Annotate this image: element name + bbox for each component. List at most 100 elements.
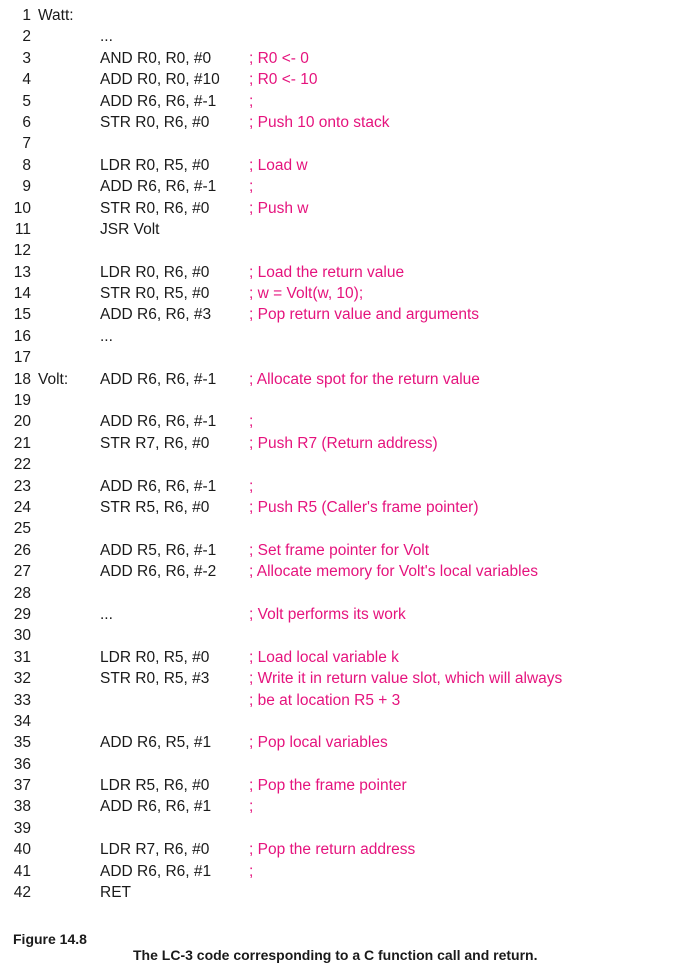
code-comment: ; w = Volt(w, 10); [249,285,364,303]
code-line: 21 STR R7, R6, #0 ; Push R7 (Return addres… [0,433,693,454]
instruction: STR R7, R6, #0 [100,434,210,452]
instruction: ADD R6, R6, #-2 [100,563,217,581]
line-number: 4 [22,71,31,89]
instruction: LDR R0, R6, #0 [100,263,210,281]
code-comment: ; Push 10 onto stack [249,113,390,131]
code-comment: ; Load the return value [249,263,405,281]
line-number: 7 [22,135,31,153]
instruction: ADD R6, R6, #1 [100,798,212,816]
line-number: 28 [13,584,31,602]
code-comment: ; Write it in return value slot, which w… [249,670,563,688]
line-number: 17 [13,349,31,367]
instruction: ADD R6, R6, #-1 [100,477,217,495]
code-comment: ; Push R5 (Caller's frame pointer) [249,498,479,516]
instruction: AND R0, R0, #0 [100,49,212,67]
code-comment: ; Push R7 (Return address) [249,434,438,452]
line-number: 8 [22,156,31,174]
code-line: 33; be at location R5 + 3 [0,690,693,711]
line-number: 18 [13,370,31,388]
code-line: 1 Watt: [0,5,693,26]
line-number: 9 [22,178,31,196]
code-comment: ; [249,178,254,196]
code-line: 5 ADD R6, R6, #-1; [0,91,693,112]
line-number: 23 [13,477,31,495]
line-number: 27 [13,563,31,581]
code-comment: ; [249,862,254,880]
line-number: 42 [13,884,31,902]
instruction: ADD R6, R6, #3 [100,306,212,324]
code-comment: ; Load w [249,156,308,174]
instruction: ADD R6, R6, #-1 [100,413,217,431]
line-number: 21 [13,434,31,452]
line-number: 34 [13,712,31,730]
code-comment: ; [249,413,254,431]
code-comment: ; Allocate spot for the return value [249,370,480,388]
code-line: 27 ADD R6, R6, #-2 ; Allocate memory for V… [0,561,693,582]
code-line: 28 [0,583,693,604]
code-comment: ; Pop the return address [249,841,416,859]
line-number: 15 [13,306,31,324]
line-number: 41 [13,862,31,880]
code-comment: ; R0 <- 0 [249,49,309,67]
instruction: ... [100,28,113,46]
line-number: 25 [13,520,31,538]
code-line: 12 [0,240,693,261]
code-line: 39 [0,818,693,839]
code-line: 36 [0,754,693,775]
line-number: 19 [13,392,31,410]
code-comment: ; [249,92,254,110]
code-comment: ; Volt performs its work [249,605,406,623]
code-line: 2... [0,26,693,47]
instruction: STR R0, R5, #0 [100,285,210,303]
figure-caption: Figure 14.8 The LC-3 code corresponding … [13,915,537,963]
code-comment: ; Pop the frame pointer [249,777,407,795]
instruction: STR R0, R6, #0 [100,199,210,217]
line-number: 2 [22,28,31,46]
line-number: 37 [13,777,31,795]
line-number: 6 [22,113,31,131]
line-number: 13 [13,263,31,281]
line-number: 16 [13,327,31,345]
instruction: ... [100,605,113,623]
instruction: LDR R7, R6, #0 [100,841,210,859]
instruction: ADD R5, R6, #-1 [100,541,217,559]
code-comment: ; Set frame pointer for Volt [249,541,430,559]
line-number: 30 [13,627,31,645]
line-number: 24 [13,498,31,516]
line-number: 33 [13,691,31,709]
code-comment: ; Allocate memory for Volt's local varia… [249,563,538,581]
instruction: ADD R6, R6, #-1 [100,92,217,110]
code-line: 25 [0,518,693,539]
line-number: 38 [13,798,31,816]
code-comment: ; [249,798,254,816]
line-number: 12 [13,242,31,260]
code-label: Watt: [38,7,74,24]
code-line: 13 LDR R0, R6, #0 ; Load the return value [0,262,693,283]
line-number: 5 [22,92,31,110]
code-line: 16... [0,326,693,347]
line-number: 39 [13,819,31,837]
line-number: 40 [13,841,31,859]
instruction: ADD R0, R0, #10 [100,71,220,89]
line-number: 1 [22,7,31,24]
code-line: 40 LDR R7, R6, #0 ; Pop the return address [0,839,693,860]
line-number: 31 [13,648,31,666]
